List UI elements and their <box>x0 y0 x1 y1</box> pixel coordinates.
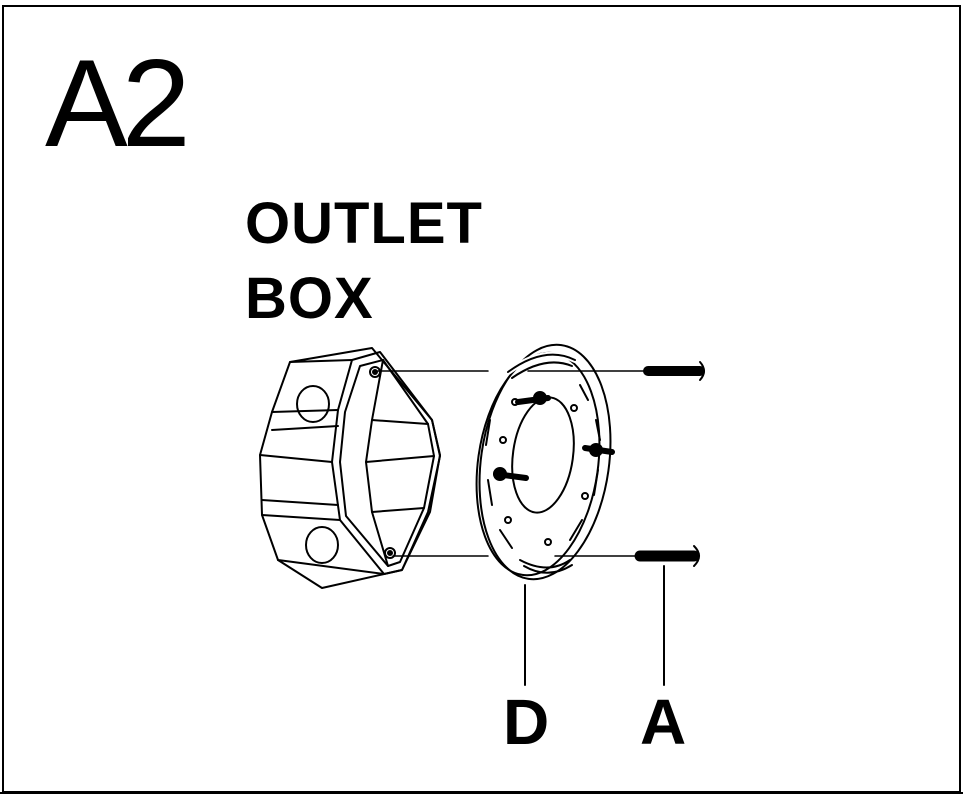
callout-bracket-label: D <box>503 686 550 758</box>
outlet-box-label-line1: OUTLET <box>245 191 483 256</box>
bottom-divider <box>0 792 963 794</box>
callout-screw-label: A <box>640 686 687 758</box>
step-label: A2 <box>45 35 191 173</box>
instruction-panel <box>2 5 961 793</box>
callout-leaders <box>524 565 665 686</box>
outlet-box-label-line2: BOX <box>245 266 374 331</box>
mounting-bracket-illustration <box>475 343 615 581</box>
alignment-lines <box>377 370 646 557</box>
mounting-screws-illustration <box>634 361 705 567</box>
outlet-box-illustration <box>259 347 441 589</box>
